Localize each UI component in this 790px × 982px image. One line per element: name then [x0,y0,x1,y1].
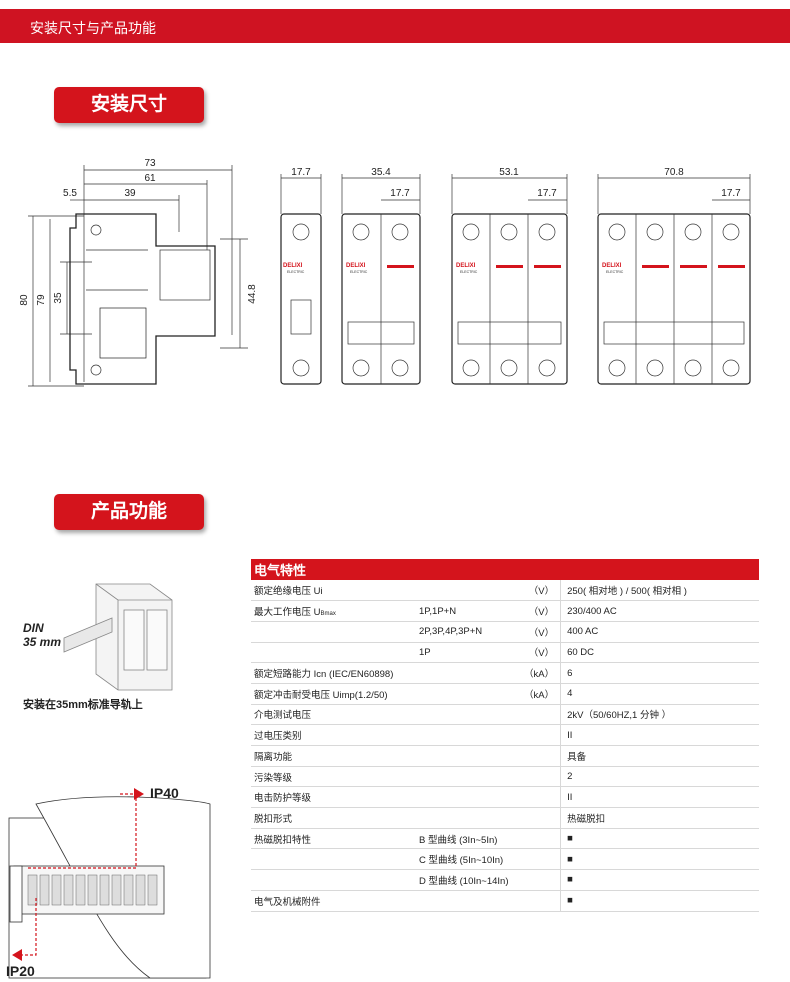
svg-text:ELECTRIC: ELECTRIC [606,270,624,274]
brand-stripes [387,265,745,268]
table-row: D 型曲线 (10In~14In) ■ [251,869,759,891]
table-row: 污染等级 2 [251,766,759,788]
svg-text:35.4: 35.4 [371,167,391,178]
svg-text:ELECTRIC: ELECTRIC [350,270,368,274]
svg-text:17.7: 17.7 [537,188,557,199]
svg-text:35: 35 [53,292,64,304]
front-view-labels: 17.7 35.4 17.7 53.1 17.7 70.8 17.7 [291,167,741,199]
svg-text:DELIXI: DELIXI [602,263,622,269]
svg-text:DELIXI: DELIXI [456,263,476,269]
dimension-drawing: 73 61 5.5 39 80 79 35 44.8 [19,158,751,387]
svg-text:79: 79 [36,294,47,306]
svg-text:80: 80 [19,294,30,306]
table-row: 电气及机械附件 ■ [251,890,759,912]
table-row: 介电测试电压 2kV（50/60HZ,1 分钟 ） [251,704,759,726]
header-title: 安装尺寸与产品功能 [30,20,156,36]
electrical-spec-table: 电气特性 额定绝缘电压 Ui （V）250( 相对地 ) / 500( 相对相 … [251,559,759,912]
install-dimensions-heading: 安装尺寸 [54,87,204,123]
svg-text:5.5: 5.5 [63,188,77,199]
ip-enclosure-illustration: IP40 IP20 [6,785,211,979]
din-size-label: 35 mm [23,635,61,649]
svg-text:17.7: 17.7 [390,188,410,199]
table-row: 脱扣形式 热磁脱扣 [251,807,759,829]
table-row: 隔离功能 具备 [251,745,759,767]
table-row: 过电压类别 II [251,724,759,746]
table-row: 额定冲击耐受电压 Uimp(1.2/50) （kA）4 [251,683,759,705]
svg-text:ELECTRIC: ELECTRIC [460,270,478,274]
svg-text:ELECTRIC: ELECTRIC [287,270,305,274]
product-function-heading: 产品功能 [54,494,204,530]
table-row: 额定绝缘电压 Ui （V）250( 相对地 ) / 500( 相对相 ) [251,580,759,602]
side-view-labels: 73 61 5.5 39 80 79 35 44.8 [19,158,258,306]
table-row: C 型曲线 (5In~10In) ■ [251,848,759,871]
ip20-label: IP20 [6,963,35,979]
table-row: 最大工作电压 UBmax 1P,1P+N （V）230/400 AC [251,600,759,622]
top-header-bar: 安装尺寸与产品功能 [0,9,790,43]
svg-text:DELIXI: DELIXI [283,263,303,269]
svg-text:70.8: 70.8 [664,167,684,178]
svg-text:44.8: 44.8 [247,284,258,304]
svg-text:53.1: 53.1 [499,167,519,178]
svg-text:DELIXI: DELIXI [346,263,366,269]
svg-text:17.7: 17.7 [721,188,741,199]
table-row: 1P （V）60 DC [251,642,759,664]
svg-text:39: 39 [124,188,136,199]
din-rail-illustration: DIN 35 mm 安装在35mm标准导轨上 [23,583,173,711]
table-row: 电击防护等级 II [251,786,759,809]
svg-text:17.7: 17.7 [291,167,311,178]
table-row: 2P,3P,4P,3P+N （V）400 AC [251,621,759,643]
svg-text:61: 61 [144,173,156,184]
svg-text:73: 73 [144,158,156,169]
table-row: 额定短路能力 Icn (IEC/EN60898) （kA）6 [251,662,759,684]
brand-sub-labels: ELECTRIC ELECTRIC ELECTRIC ELECTRIC [287,270,624,274]
ip40-label: IP40 [150,785,179,801]
spec-table-header: 电气特性 [251,559,759,580]
din-label: DIN [23,621,44,635]
din-caption: 安装在35mm标准导轨上 [23,697,143,711]
brand-logos: DELIXI DELIXI DELIXI DELIXI [283,263,622,269]
